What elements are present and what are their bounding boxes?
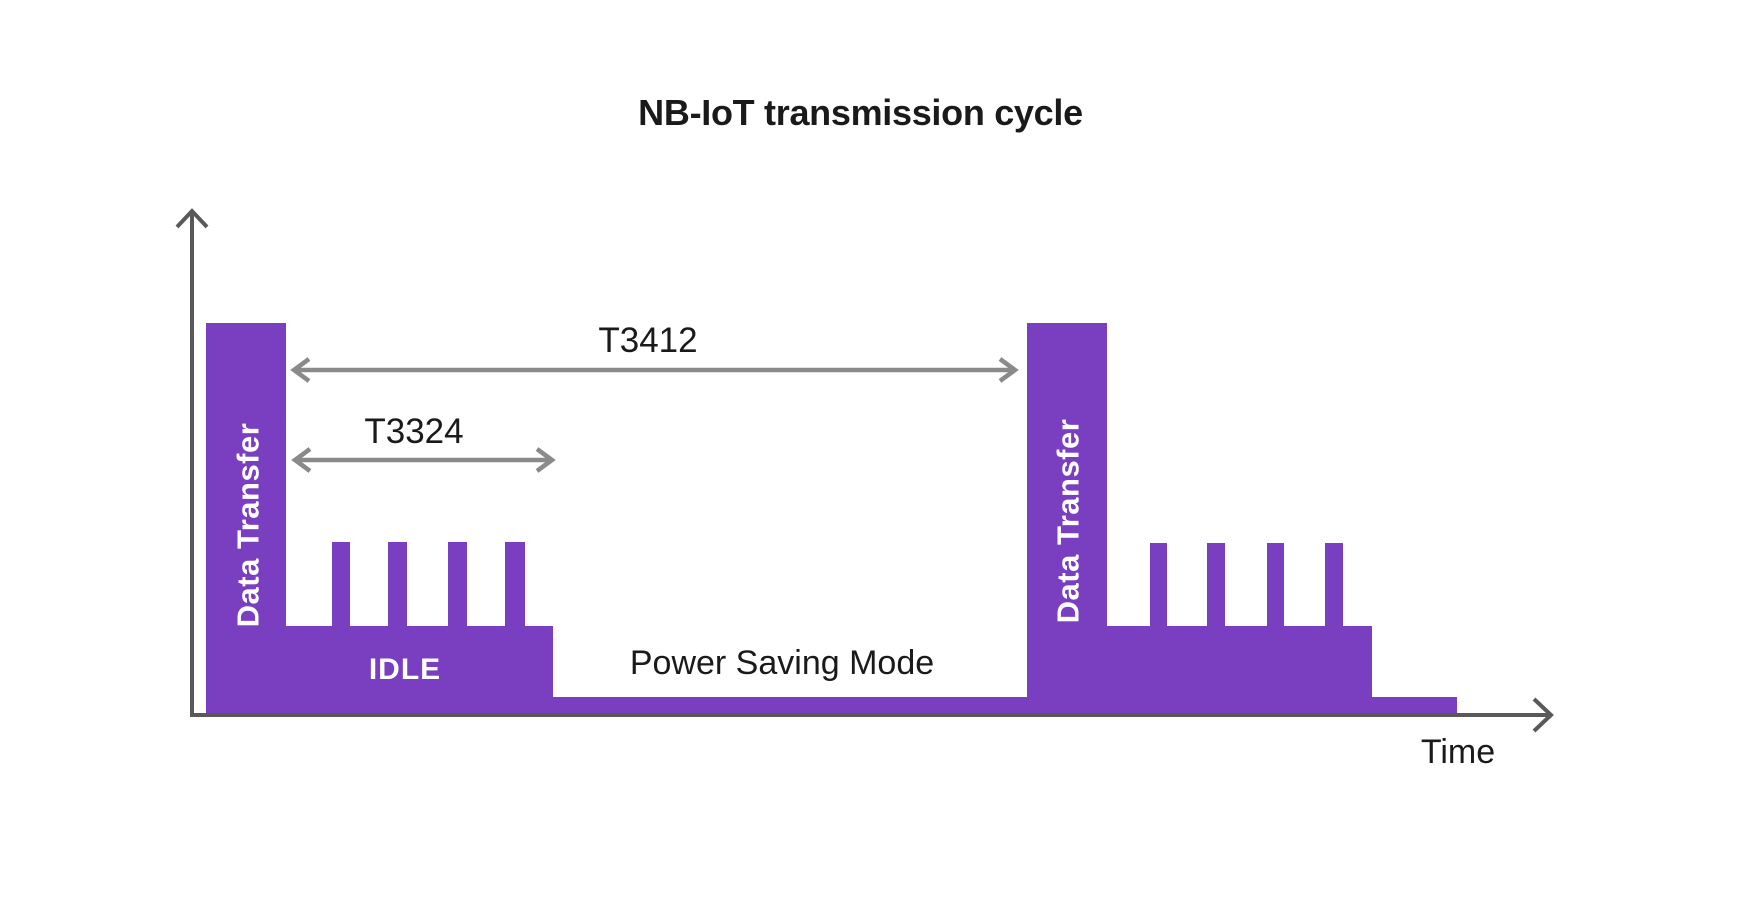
cycle-1-waveform xyxy=(206,323,1027,714)
paging-spike xyxy=(332,542,350,628)
psm-strip-1 xyxy=(553,697,1027,714)
arrow-left-head-icon xyxy=(290,357,311,383)
t3324-arrow xyxy=(291,447,556,473)
chevron-up-icon xyxy=(175,208,209,229)
arrow-left-head-icon xyxy=(291,447,312,473)
paging-spike xyxy=(388,542,407,628)
chevron-right-icon xyxy=(1532,697,1554,733)
time-axis-label: Time xyxy=(1420,733,1496,771)
data-transfer-label-2: Data Transfer xyxy=(1051,419,1086,624)
psm-strip-2 xyxy=(1372,697,1457,714)
paging-spike xyxy=(1150,543,1167,628)
t3412-arrow xyxy=(290,357,1019,383)
paging-spike xyxy=(448,542,467,628)
x-axis xyxy=(190,697,1554,733)
data-transfer-bar-2 xyxy=(1027,323,1107,714)
data-transfer-bar-1 xyxy=(206,323,286,714)
paging-spike xyxy=(1325,543,1343,628)
idle-block-1 xyxy=(286,626,553,714)
t3412-label: T3412 xyxy=(598,321,698,360)
page-title: NB-IoT transmission cycle xyxy=(638,92,1083,133)
power-saving-mode-label: Power Saving Mode xyxy=(629,644,935,682)
paging-spike xyxy=(1267,543,1284,628)
arrow-right-head-icon xyxy=(535,447,556,473)
idle-block-2 xyxy=(1107,626,1372,714)
data-transfer-label-1: Data Transfer xyxy=(231,423,266,628)
t3324-label: T3324 xyxy=(364,412,464,451)
paging-spike xyxy=(1207,543,1225,628)
y-axis xyxy=(175,208,209,716)
idle-label: IDLE xyxy=(368,653,442,686)
paging-spike xyxy=(505,542,525,628)
cycle-2-waveform xyxy=(1027,323,1457,714)
arrow-right-head-icon xyxy=(998,357,1019,383)
